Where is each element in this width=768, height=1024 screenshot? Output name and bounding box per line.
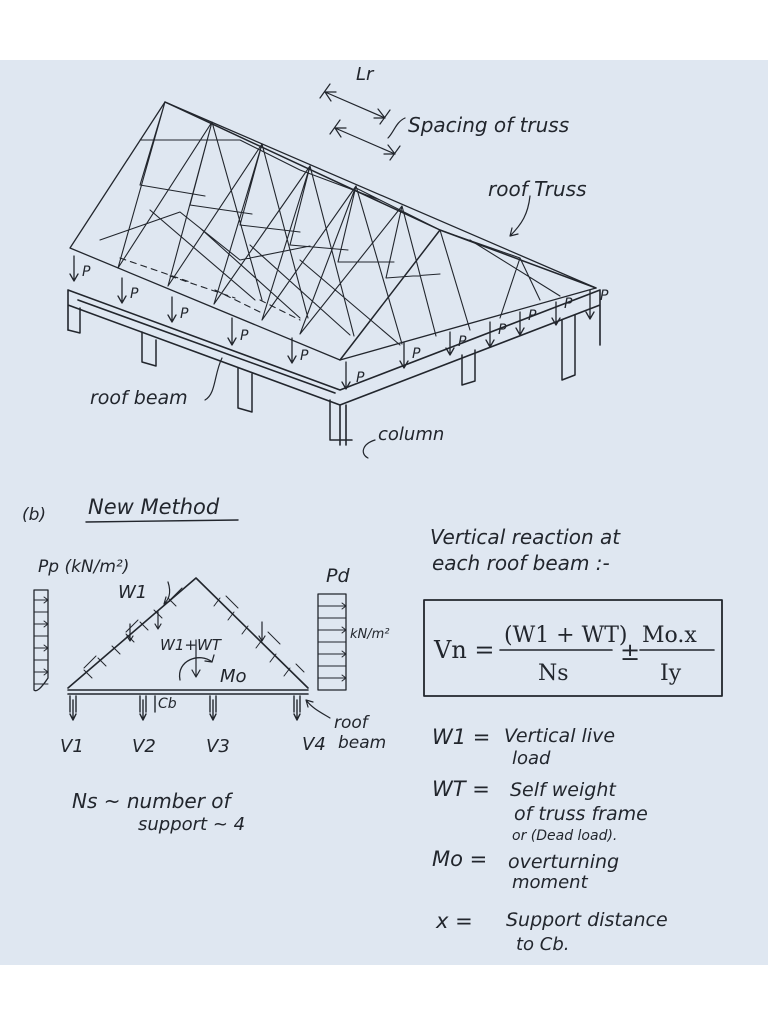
column-label: column: [378, 424, 444, 445]
roof-truss-label: roof Truss: [488, 177, 587, 201]
p-label: P: [528, 308, 537, 324]
formula-lhs: Vn =: [433, 636, 495, 664]
roof-truss-isometric: [67, 83, 601, 459]
load-sum-label: W1+WT: [160, 636, 223, 654]
roof-beam-leader: [305, 699, 331, 719]
p-label: P: [564, 296, 573, 312]
moment-arc: [179, 654, 215, 681]
p-label: P: [130, 286, 139, 302]
w1-label: W1: [118, 582, 147, 603]
definitions: W1 = Vertical live load WT = Self weight…: [432, 725, 668, 955]
roof-beam-label-line1: roof: [334, 713, 371, 733]
leader-column: [362, 439, 376, 459]
right-pressure-block: [317, 593, 347, 691]
p-label: P: [412, 346, 421, 362]
pressure-right-label: Pd: [326, 565, 350, 587]
reaction-label: V4: [302, 734, 326, 755]
definition-symbol: W1 =: [432, 725, 490, 749]
ns-line1: Ns ~ number of: [72, 789, 234, 813]
dashed-purlins: [119, 257, 301, 321]
reaction-label: V1: [60, 736, 84, 757]
roof-beam-outline: [67, 289, 601, 446]
definition-text: moment: [512, 872, 589, 893]
w1-leader: [163, 581, 171, 605]
truss-outline: [67, 577, 309, 695]
ns-line2: support ~ 4: [138, 814, 245, 835]
reaction-labels: V1 V2 V3 V4: [60, 734, 326, 757]
formula-box: [423, 599, 723, 697]
definition-symbol: Mo =: [432, 847, 487, 871]
moment-label: Mo: [220, 666, 247, 687]
definition-symbol: x =: [435, 909, 473, 933]
dimension-lr: [319, 83, 391, 125]
roof-beam-label-line2: beam: [338, 733, 386, 753]
definition-text: to Cb.: [516, 934, 570, 955]
definition-text: of truss frame: [514, 803, 648, 825]
pressure-unit-label: kN/m²: [350, 627, 390, 642]
slope-load-arrows: [83, 587, 305, 679]
definition-text: Self weight: [510, 779, 617, 801]
p-label: P: [600, 288, 609, 304]
columns: [67, 307, 576, 441]
p-label: P: [240, 328, 249, 344]
section-tag: (b): [22, 505, 46, 525]
load-arrows: [69, 255, 595, 390]
leader-truss: [509, 195, 531, 237]
reaction-label: V3: [206, 736, 230, 757]
formula-denominator-2: Iy: [660, 661, 682, 686]
formula-operator: ±: [620, 638, 640, 666]
section-truss-sketch: [33, 577, 347, 721]
spacing-of-truss-label: Spacing of truss: [408, 113, 569, 137]
truss-members: [99, 101, 561, 346]
definition-text: load: [512, 748, 551, 769]
definition-text: overturning: [508, 851, 619, 873]
paper-sheet: [0, 60, 768, 965]
p-label: P: [458, 334, 467, 350]
definition-text: or (Dead load).: [512, 828, 617, 844]
p-label: P: [498, 322, 507, 338]
formula-denominator-1: Ns: [538, 661, 569, 686]
leader-spacing: [387, 117, 406, 139]
reaction-label: V2: [132, 736, 156, 757]
centroid-label: Cb: [158, 696, 177, 712]
leader-roof-beam: [204, 357, 223, 401]
left-pressure-arrows: [33, 596, 49, 685]
supports: [69, 695, 301, 721]
right-pressure-arrows: [317, 602, 347, 682]
reaction-heading-line2: each roof beam :-: [432, 551, 610, 575]
roof-beam-label: roof beam: [90, 387, 188, 409]
left-pressure-block: [33, 589, 49, 692]
title-underline: [85, 519, 239, 523]
p-label: P: [356, 370, 365, 386]
pressure-left-label: Pp (kN/m²): [38, 557, 129, 577]
definition-text: Vertical live: [504, 725, 615, 747]
lr-label: Lr: [356, 64, 375, 85]
p-labels: P P P P P P P P P P P P: [82, 264, 609, 386]
formula-numerator-1: (W1 + WT): [504, 623, 627, 648]
p-label: P: [180, 306, 189, 322]
definition-symbol: WT =: [432, 777, 490, 801]
reaction-heading-line1: Vertical reaction at: [430, 525, 621, 549]
section-title: New Method: [88, 495, 220, 519]
dimension-spacing: [329, 119, 401, 161]
p-label: P: [300, 348, 309, 364]
formula-numerator-2: Mo.x: [642, 623, 697, 648]
p-label: P: [82, 264, 91, 280]
definition-text: Support distance: [506, 909, 668, 931]
